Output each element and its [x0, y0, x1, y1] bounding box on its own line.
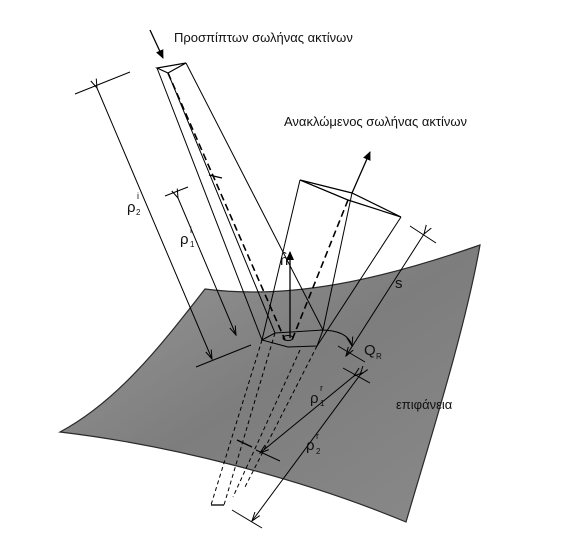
svg-text:ρ: ρ: [306, 437, 315, 454]
svg-text:1: 1: [320, 399, 325, 408]
rho2-reflected-label: ρ r 2: [306, 431, 321, 456]
svg-text:Q: Q: [364, 342, 376, 359]
svg-text:ρ: ρ: [310, 390, 319, 407]
svg-text:1: 1: [190, 240, 195, 249]
s-label: s: [395, 275, 403, 292]
rho1-incident-label: ρ i 1: [180, 225, 195, 249]
dimension-rho1-incident: [164, 186, 236, 335]
normal-label: n̂: [280, 252, 288, 269]
svg-text:R: R: [376, 352, 382, 361]
svg-text:ρ: ρ: [180, 231, 189, 248]
q-r-label: Q R: [364, 342, 382, 361]
surface-label: επιφάνεια: [396, 397, 453, 412]
reflecting-surface: [58, 244, 481, 523]
svg-text:i: i: [137, 191, 139, 201]
dimension-rho2-reflected: [231, 375, 360, 529]
svg-text:r: r: [320, 383, 323, 393]
reflected-tube-label: Ανακλώμενος σωλήνας ακτίνων: [284, 114, 467, 129]
svg-text:2: 2: [316, 447, 321, 456]
rho1-reflected-label: ρ r 1: [310, 383, 325, 408]
svg-text:i: i: [190, 225, 192, 235]
svg-text:r: r: [316, 431, 319, 441]
svg-text:2: 2: [136, 208, 141, 217]
dimension-s: [337, 226, 437, 363]
svg-text:ρ: ρ: [127, 199, 136, 216]
incident-tube-label: Προσπίπτων σωλήνας ακτίνων: [174, 30, 353, 45]
rho2-incident-label: ρ i 2: [127, 191, 141, 217]
incident-ray-arrow: [149, 29, 164, 59]
